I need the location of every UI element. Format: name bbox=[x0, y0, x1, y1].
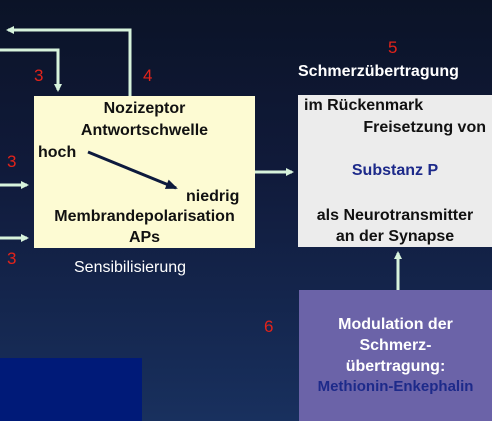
nozizeptor-title-line2: Antwortschwelle bbox=[80, 122, 209, 139]
schmerz-line4: an der Synapse bbox=[335, 228, 455, 245]
schmerz-box: im Rückenmark Freisetzung von Substanz P… bbox=[298, 95, 492, 247]
step-number-4: 4 bbox=[143, 66, 153, 85]
membrane-depolarisation-label: Membrandepolarisation bbox=[54, 208, 235, 225]
threshold-arrow bbox=[87, 150, 178, 190]
modulation-box: Modulation der Schmerz- übertragung: Met… bbox=[299, 290, 492, 421]
step-number-3-top: 3 bbox=[34, 66, 44, 85]
step-number-6: 6 bbox=[264, 317, 274, 336]
input-arrow-top bbox=[0, 48, 62, 92]
modulation-line1: Modulation der bbox=[338, 316, 453, 333]
modulation-line4: Methionin-Enkephalin bbox=[317, 378, 474, 395]
threshold-high-label: hoch bbox=[38, 144, 77, 161]
modulation-line3: übertragung: bbox=[345, 358, 446, 375]
schmerz-heading: Schmerzübertragung bbox=[298, 63, 459, 80]
blue-panel bbox=[0, 358, 142, 421]
step-number-3-middle: 3 bbox=[7, 152, 17, 171]
nozizeptor-box: Nozizeptor Antwortschwelle hoch niedrig … bbox=[34, 96, 255, 248]
aps-label: APs bbox=[128, 229, 161, 246]
nozizeptor-title-line1: Nozizeptor bbox=[103, 100, 186, 117]
modulation-line2: Schmerz- bbox=[359, 337, 432, 354]
feedback-arrow bbox=[6, 26, 132, 96]
schmerz-line2: Freisetzung von bbox=[363, 119, 486, 136]
threshold-low-label: niedrig bbox=[186, 188, 240, 205]
step-number-3-bottom: 3 bbox=[7, 249, 17, 268]
substance-p-label: Substanz P bbox=[351, 162, 439, 179]
sensibilisierung-label: Sensibilisierung bbox=[74, 259, 187, 276]
schmerz-line1: im Rückenmark bbox=[304, 97, 424, 114]
schmerz-line3: als Neurotransmitter bbox=[316, 207, 474, 224]
step-number-5: 5 bbox=[388, 38, 398, 57]
